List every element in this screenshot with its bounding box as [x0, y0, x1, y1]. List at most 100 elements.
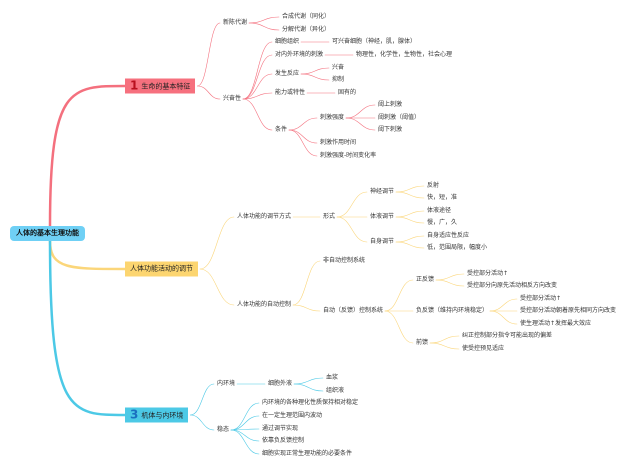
branch-line: [395, 191, 425, 199]
topic-node[interactable]: 人体功能的自动控制: [237, 301, 292, 308]
topic-label: 生命的基本特征: [141, 82, 191, 91]
topic-node[interactable]: 自身适应性反应: [427, 232, 470, 239]
branch-line: [248, 22, 280, 31]
topic-node[interactable]: 反射: [427, 182, 440, 189]
branch-line: [197, 22, 221, 87]
branch-line: [395, 216, 425, 224]
branch-line: [199, 268, 235, 306]
branch-line: [242, 54, 273, 100]
topic-node[interactable]: 阈刺激（阈值）: [378, 114, 421, 121]
branch-line: [300, 67, 330, 75]
branch-line: [197, 85, 221, 100]
topic-node[interactable]: 内环境: [217, 380, 236, 387]
topic-node[interactable]: 自身调节: [370, 238, 395, 245]
branch-line: [248, 16, 280, 24]
topic-node[interactable]: 发生反应: [275, 70, 300, 77]
branch-line: [242, 41, 273, 100]
main-branch-line: [48, 239, 127, 271]
topic-node[interactable]: 组织液: [326, 387, 345, 394]
topic-node[interactable]: 内环境的各种理化性质保持相对稳定: [262, 399, 359, 406]
topic-node[interactable]: 人体功能的调节方式: [237, 213, 292, 220]
topic-node[interactable]: 前馈: [416, 339, 429, 346]
topic-node[interactable]: 兴奋性: [223, 95, 242, 102]
topic-node[interactable]: 兴奋: [332, 64, 345, 71]
topic-node[interactable]: 纠正控制部分指令可能出现的偏差: [462, 332, 553, 339]
branch-line: [230, 402, 260, 431]
topic-node[interactable]: 稳态: [217, 426, 230, 433]
branch-line: [345, 117, 376, 131]
topic-node[interactable]: 负反馈（维持内环境稳定）: [416, 307, 489, 314]
topic-node[interactable]: 血浆: [326, 374, 339, 381]
topic-node[interactable]: 能力或特性: [275, 89, 306, 96]
branch-line: [489, 298, 518, 312]
main-branch-line: [48, 84, 127, 228]
topic-node[interactable]: 低，范围局限，幅度小: [427, 244, 488, 251]
topic-node[interactable]: 细胞组织: [275, 38, 300, 45]
branch-line: [190, 383, 215, 416]
branch-line: [336, 216, 368, 243]
topic-node[interactable]: 刺激作用时间: [320, 139, 357, 146]
main-topic-regulation[interactable]: 人体功能活动的调节: [125, 261, 198, 277]
topic-node[interactable]: 抑制: [332, 76, 345, 83]
branch-line: [190, 414, 215, 431]
topic-node[interactable]: 固有的: [338, 89, 357, 96]
branch-line: [345, 104, 376, 119]
topic-node[interactable]: 可兴奋细胞（神经，肌，腺体）: [332, 38, 417, 45]
topic-node[interactable]: 受控部分活动↑: [467, 270, 509, 277]
topic-node[interactable]: 使生理活动↑发挥最大效应: [520, 320, 592, 327]
branch-line: [293, 377, 324, 385]
topic-label: 人体功能活动的调节: [130, 264, 193, 273]
topic-node[interactable]: 使受控预见适应: [462, 345, 505, 352]
branch-line: [292, 260, 321, 306]
branch-line: [336, 191, 368, 218]
branch-line: [384, 279, 414, 312]
topic-node[interactable]: 形式: [323, 213, 336, 220]
branch-line: [395, 185, 425, 193]
topic-node[interactable]: 正反馈: [416, 276, 435, 283]
branch-line: [429, 335, 460, 344]
topic-label: 机体与内环境: [141, 411, 184, 420]
topic-node[interactable]: 受控部分活动朝着原先相同方向改变: [520, 307, 617, 314]
topic-node[interactable]: 分解代谢（异化）: [282, 26, 331, 33]
branch-line: [293, 383, 324, 392]
topic-node[interactable]: 自动（反馈）控制系统: [323, 307, 384, 314]
topic-node[interactable]: 受控部分活动↑: [520, 295, 562, 302]
branch-line: [429, 342, 460, 350]
topic-node[interactable]: 对内外环境的刺激: [275, 51, 324, 58]
branch-line: [242, 98, 273, 131]
branch-line: [292, 304, 321, 312]
topic-number: 3: [130, 407, 139, 422]
root-topic[interactable]: 人体的基本生理功能: [10, 226, 85, 241]
topic-node[interactable]: 阈上刺激: [378, 101, 403, 108]
topic-node[interactable]: 合成代谢（同化）: [282, 13, 331, 20]
topic-node[interactable]: 通过调节实现: [262, 425, 299, 432]
topic-node[interactable]: 神经调节: [370, 188, 395, 195]
topic-node[interactable]: 体液途径: [427, 207, 452, 214]
topic-node[interactable]: 新陈代谢: [223, 19, 248, 26]
branch-line: [288, 129, 318, 144]
branch-line: [395, 241, 425, 249]
branch-line: [384, 310, 414, 344]
topic-node[interactable]: 体液调节: [370, 213, 395, 220]
topic-node[interactable]: 阈下刺激: [378, 126, 403, 133]
topic-node[interactable]: 细胞外液: [268, 380, 293, 387]
branch-line: [435, 273, 465, 281]
branch-line: [288, 129, 318, 157]
topic-node[interactable]: 依靠负反馈控制: [262, 437, 305, 444]
topic-node[interactable]: 慢，广，久: [427, 219, 458, 226]
topic-node[interactable]: 细胞实现正常生理功能的必要条件: [262, 450, 353, 457]
branch-line: [242, 92, 273, 100]
topic-node[interactable]: 刺激强度: [320, 114, 345, 121]
topic-node[interactable]: 条件: [275, 126, 288, 133]
topic-node[interactable]: 受控部分向原先活动相反方向改变: [467, 282, 558, 289]
topic-node[interactable]: 刺激强度-时间变化率: [320, 152, 377, 159]
topic-node[interactable]: 非自动控制系统: [323, 257, 366, 264]
topic-node[interactable]: 快，短，准: [427, 194, 458, 201]
topic-node[interactable]: 物理性，化学性，生物性，社会心理: [356, 51, 453, 58]
topic-node[interactable]: 在一定生理范围内波动: [262, 412, 323, 419]
branch-line: [395, 210, 425, 218]
